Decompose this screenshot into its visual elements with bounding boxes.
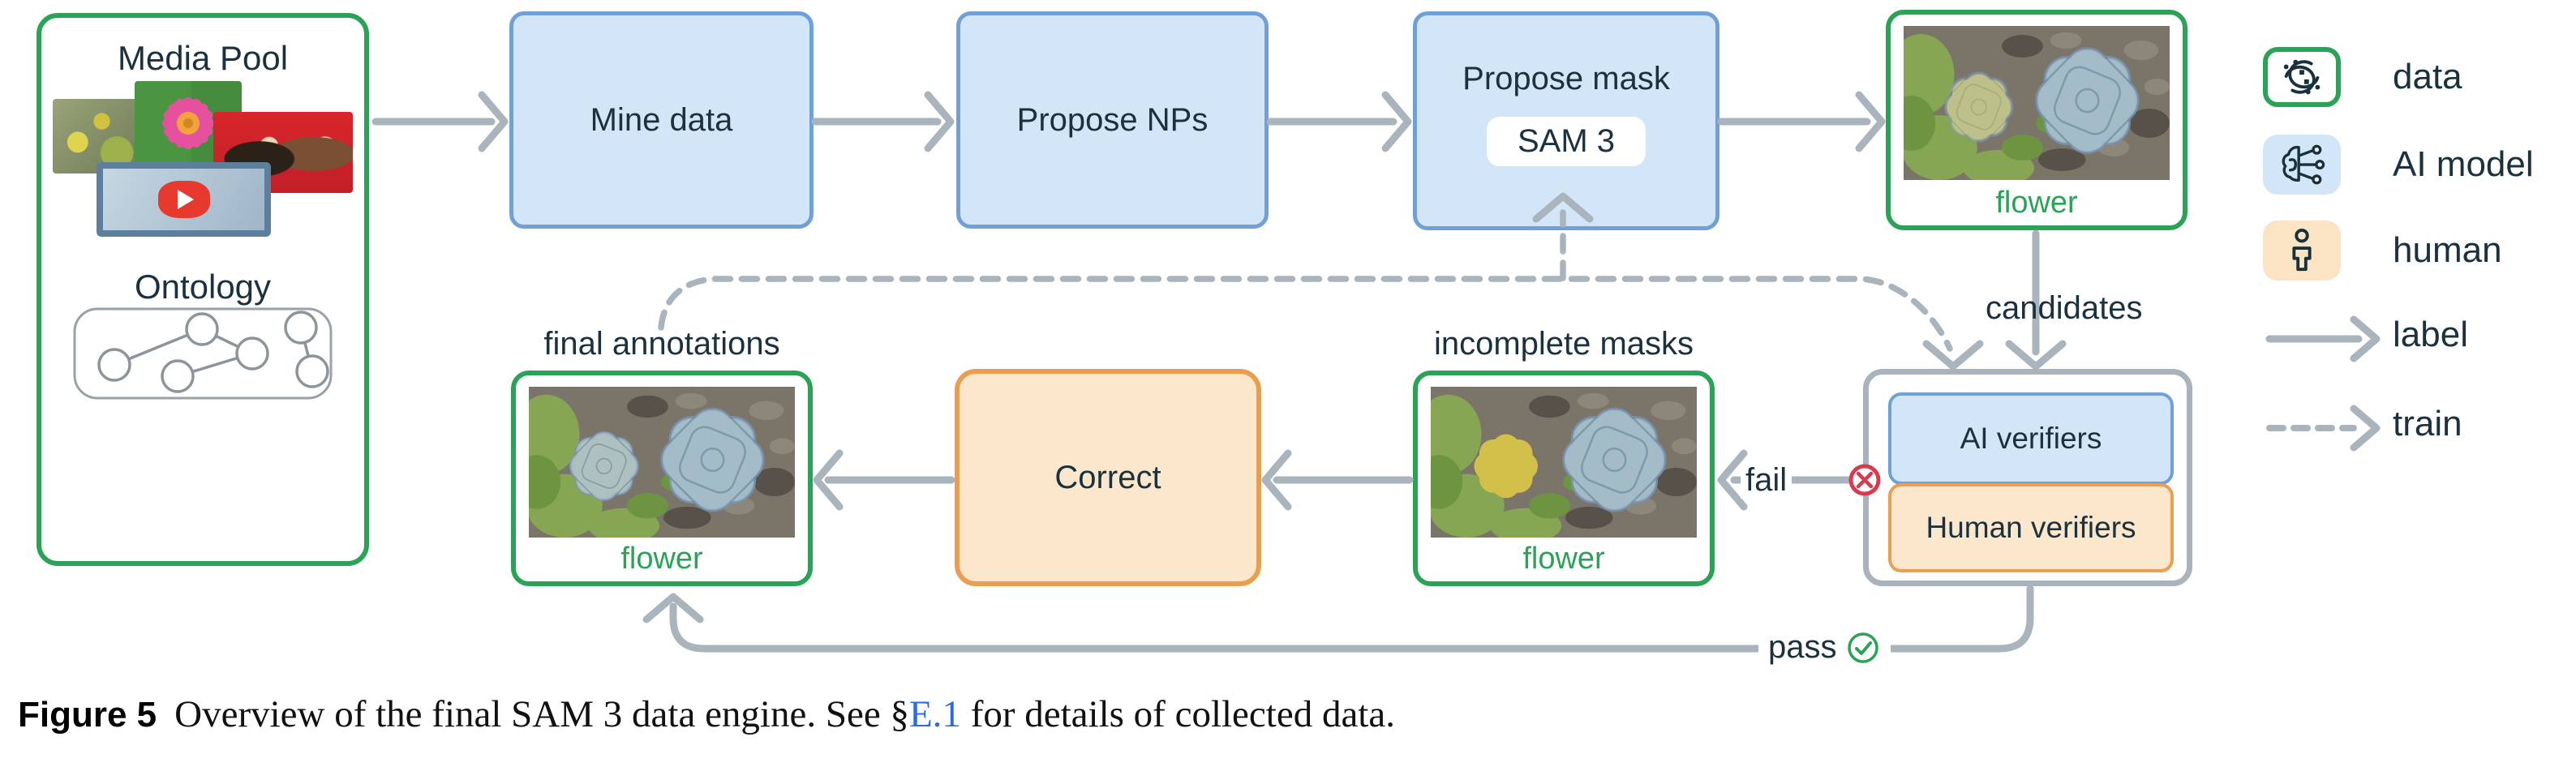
legend-item-label <box>2263 306 2393 371</box>
human-verifiers-box: Human verifiers <box>1888 483 2174 572</box>
legend-item-ai-model <box>2263 132 2341 197</box>
sam3-badge: SAM 3 <box>1486 117 1646 166</box>
ontology-graph-icon <box>73 307 333 400</box>
pass-check-icon <box>1847 632 1878 663</box>
arrow-incomplete-to-correct <box>1261 449 1414 511</box>
legend-item-data <box>2263 45 2341 109</box>
incomplete-masks-caption: incomplete masks <box>1433 326 1694 362</box>
correct-label: Correct <box>1054 459 1161 495</box>
caption-text-before-link: Overview of the final SAM 3 data engine.… <box>174 693 909 735</box>
propose-mask-label: Propose mask <box>1462 61 1670 96</box>
mine-data-label: Mine data <box>590 101 733 138</box>
arrow-mine-to-nps <box>811 91 955 152</box>
legend-train-label: train <box>2393 404 2462 443</box>
final-annotations-caption: final annotations <box>543 326 780 362</box>
verifiers-box: AI verifiers Human verifiers <box>1863 369 2192 586</box>
train-arrow-icon <box>2266 405 2381 452</box>
candidates-edge-label: candidates <box>1986 290 2143 326</box>
candidates-card-class-label: flower <box>1995 186 2078 220</box>
figure-number-label: Figure 5 <box>18 695 157 735</box>
legend-item-train <box>2263 396 2393 461</box>
arrow-mask-to-candidates <box>1717 91 1886 152</box>
data-icon <box>2263 47 2341 107</box>
ontology-label: Ontology <box>134 268 272 306</box>
arrow-correct-to-final <box>813 449 955 511</box>
correct-node: Correct <box>955 369 1261 586</box>
succulent-thumbnail <box>53 99 142 174</box>
train-arrowhead-to-verifiers <box>1922 340 1984 371</box>
section-link[interactable]: E.1 <box>908 693 961 735</box>
mine-data-node: Mine data <box>509 11 814 229</box>
train-dashed-line <box>658 209 1953 352</box>
legend-ai-model-label: AI model <box>2393 144 2534 184</box>
legend-data-label: data <box>2393 57 2462 96</box>
figure-caption: Figure 5 Overview of the final SAM 3 data… <box>18 692 2557 736</box>
media-pool-title: Media Pool <box>117 39 289 77</box>
incomplete-masks-card: flower <box>1413 371 1715 586</box>
label-arrow-icon <box>2265 315 2381 362</box>
legend-human-label: human <box>2393 230 2502 270</box>
segmented-flower-image <box>529 387 795 538</box>
video-thumbnail <box>97 162 271 237</box>
final-annotations-card: flower <box>511 371 813 586</box>
pass-edge-label-group: pass <box>1758 628 1891 667</box>
propose-mask-node: Propose mask SAM 3 <box>1413 11 1719 230</box>
propose-nps-label: Propose NPs <box>1016 101 1209 138</box>
segmented-flower-image <box>1904 26 2170 180</box>
play-icon <box>157 181 210 218</box>
ai-model-icon <box>2263 135 2341 195</box>
arrow-nps-to-mask <box>1266 91 1412 152</box>
human-verifiers-label: Human verifiers <box>1926 511 2136 544</box>
fail-edge-label: fail <box>1741 462 1792 499</box>
human-icon <box>2263 221 2341 281</box>
segmented-flower-image <box>1431 387 1697 538</box>
caption-text-after-link: for details of collected data. <box>960 693 1395 735</box>
media-pool-box: Media Pool Ontology <box>36 13 369 566</box>
legend-label-label: label <box>2393 315 2468 354</box>
propose-nps-node: Propose NPs <box>956 11 1269 229</box>
incomplete-card-class-label: flower <box>1522 542 1605 576</box>
pass-edge-label: pass <box>1768 629 1837 665</box>
final-card-class-label: flower <box>620 542 703 576</box>
ai-verifiers-box: AI verifiers <box>1888 392 2174 485</box>
candidates-card: flower <box>1886 10 2187 230</box>
legend-item-human <box>2263 218 2341 283</box>
ai-verifiers-label: AI verifiers <box>1960 422 2102 455</box>
arrow-mediapool-to-mine <box>371 91 509 152</box>
